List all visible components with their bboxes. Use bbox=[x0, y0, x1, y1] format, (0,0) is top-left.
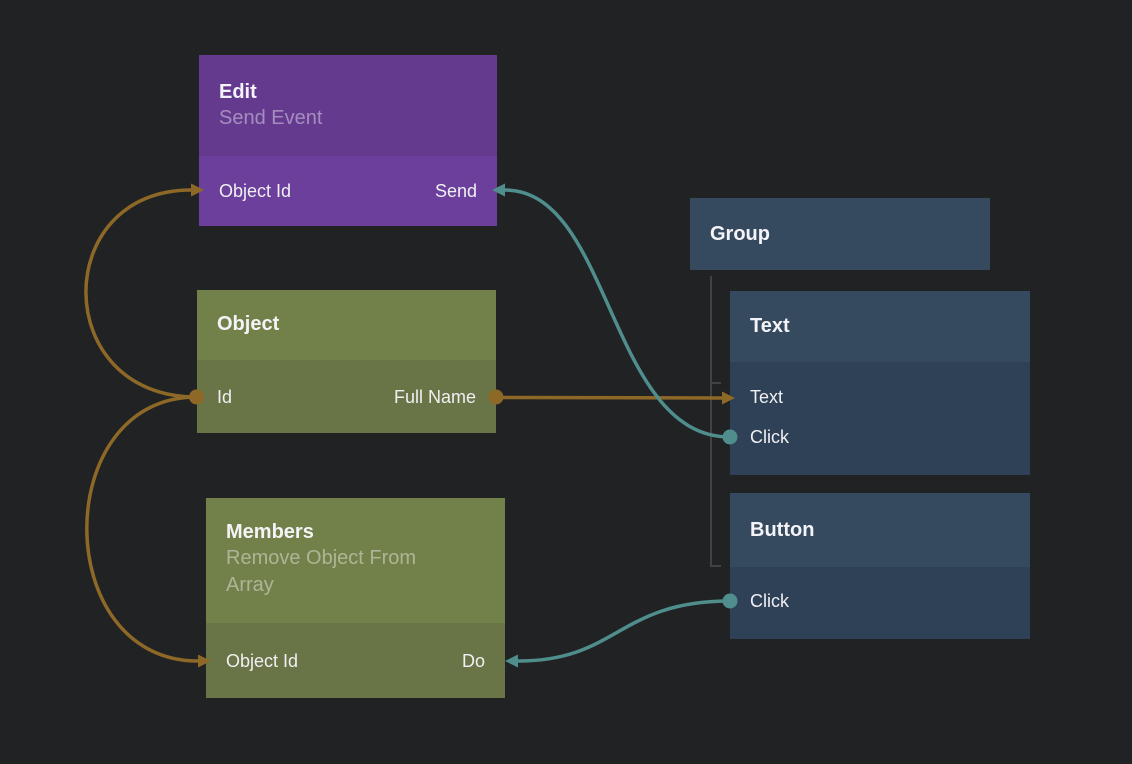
node-title: Button bbox=[750, 519, 815, 541]
node-members-header: Members Remove Object From Array bbox=[206, 498, 505, 623]
node-title: Text bbox=[750, 315, 790, 337]
node-title: Object bbox=[217, 313, 280, 335]
node-title: Group bbox=[710, 223, 770, 245]
port-object-full-name[interactable]: Full Name bbox=[393, 386, 476, 407]
edge-object-full-name-to-text-text[interactable] bbox=[495, 395, 723, 400]
port-members-do[interactable]: Do bbox=[461, 650, 485, 671]
node-object-ports: Id Full Name bbox=[197, 360, 496, 433]
node-edit[interactable]: Edit Send Event Object Id Send bbox=[199, 55, 497, 226]
node-members[interactable]: Members Remove Object From Array Object … bbox=[206, 498, 505, 698]
port-text-click[interactable]: Click bbox=[750, 427, 789, 447]
node-subtitle: Remove Object From Array bbox=[226, 547, 417, 596]
port-edit-send[interactable]: Send bbox=[434, 181, 477, 201]
node-edit-ports: Object Id Send bbox=[199, 156, 497, 226]
port-button-click[interactable]: Click bbox=[750, 591, 789, 611]
node-edit-header: Edit Send Event bbox=[199, 55, 497, 156]
node-subtitle: Send Event bbox=[219, 107, 323, 129]
edge-object-id-to-members-object-id[interactable] bbox=[85, 395, 199, 663]
node-text-header: Text bbox=[730, 291, 1030, 362]
port-members-object-id[interactable]: Object Id bbox=[226, 650, 299, 671]
node-title: Edit bbox=[219, 81, 257, 103]
edge-object-id-to-edit-object-id[interactable] bbox=[84, 188, 197, 399]
arrowhead-members-do bbox=[505, 654, 518, 668]
node-title: Members bbox=[226, 521, 314, 543]
node-group[interactable]: Group bbox=[690, 198, 990, 270]
node-members-ports: Object Id Do bbox=[206, 623, 505, 698]
port-text-text[interactable]: Text bbox=[750, 387, 784, 407]
node-object[interactable]: Object Id Full Name bbox=[197, 290, 496, 433]
node-text-ports: Text Click bbox=[730, 362, 1030, 475]
port-edit-object-id[interactable]: Object Id bbox=[219, 181, 292, 201]
node-button[interactable]: Button Click bbox=[730, 493, 1030, 639]
node-object-header: Object bbox=[197, 290, 496, 360]
node-text[interactable]: Text Text Click bbox=[730, 291, 1030, 475]
node-button-ports: Click bbox=[730, 567, 1030, 639]
node-button-header: Button bbox=[730, 493, 1030, 567]
port-object-id[interactable]: Id bbox=[217, 386, 233, 407]
group-tree-line bbox=[710, 276, 721, 567]
edge-button-click-to-members-do[interactable] bbox=[517, 599, 731, 663]
